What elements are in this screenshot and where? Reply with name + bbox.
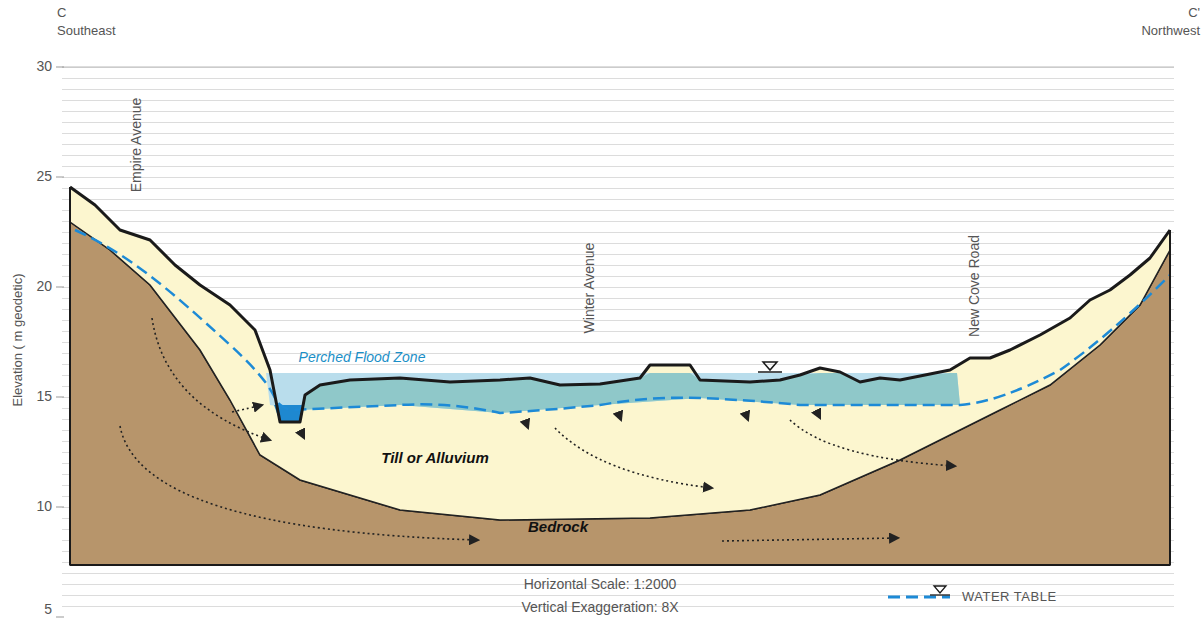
street-name: Winter Avenue	[582, 243, 597, 334]
tick-label: 5	[44, 602, 52, 617]
water-table-symbol	[758, 362, 782, 372]
tick-label: 25	[36, 169, 52, 184]
scale-note: Vertical Exaggeration: 8X	[521, 600, 678, 615]
bedrock-contact	[70, 222, 1170, 520]
unit-label: Till or Alluvium	[381, 450, 489, 467]
axis-title: Elevation ( m geodetic)	[11, 274, 25, 407]
ground-surface	[70, 187, 1170, 422]
flow-arrows	[120, 318, 955, 541]
legend-text: WATER TABLE	[962, 590, 1057, 604]
till	[70, 187, 1170, 520]
water-table	[75, 230, 1170, 413]
direction: Northwest	[1141, 24, 1200, 38]
legend-sample	[888, 586, 950, 597]
tick-label: 20	[36, 279, 52, 294]
street-name: New Cove Road	[967, 235, 982, 337]
zone-label: Perched Flood Zone	[299, 350, 426, 365]
tick-label: 30	[36, 59, 52, 74]
direction: Southeast	[57, 24, 116, 38]
ticks	[56, 67, 64, 617]
section-letter: C'	[1188, 6, 1200, 20]
grid	[62, 67, 1174, 617]
tick-label: 15	[36, 389, 52, 404]
unit-label: Bedrock	[528, 519, 588, 536]
street-name: Empire Avenue	[129, 98, 144, 193]
grid-top	[62, 67, 1174, 68]
tick-label: 10	[36, 499, 52, 514]
scale-note: Horizontal Scale: 1:2000	[524, 577, 677, 592]
section-letter: C	[57, 6, 66, 20]
